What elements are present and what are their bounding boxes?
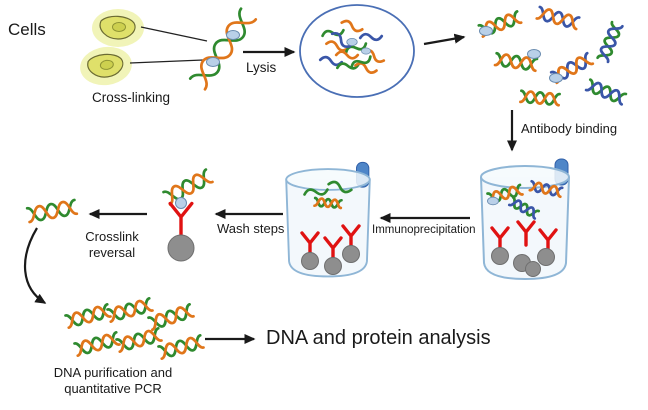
immunoprecipitation-label: Immunoprecipitation <box>372 224 476 236</box>
lysis-label: Lysis <box>246 60 277 75</box>
protein-icon <box>346 38 358 46</box>
dna-helix-icon <box>157 334 205 360</box>
crosslinked-dna-complex <box>190 9 256 90</box>
bead-antibody-dna-complex <box>162 168 214 262</box>
chromatin-fragments <box>477 5 627 107</box>
bead-icon <box>525 261 541 277</box>
bead-icon <box>491 247 509 265</box>
bead-icon <box>167 234 195 262</box>
dna-helix-icon <box>64 303 112 329</box>
cells-label: Cells <box>8 20 46 39</box>
crosslink-connector-line <box>140 26 208 42</box>
dna-helix-icon <box>596 21 624 63</box>
dna-helix-icon <box>106 297 154 323</box>
circle-outline <box>299 4 415 98</box>
protein-icon <box>226 30 240 40</box>
dna-helix-icon <box>147 303 195 331</box>
protein-icon <box>361 47 371 55</box>
fragmentation-arrow <box>423 33 466 46</box>
cells-group <box>77 8 208 90</box>
analysis-label: DNA and protein analysis <box>266 327 491 349</box>
cell-icon <box>77 42 135 90</box>
purified-dna-icon <box>25 198 79 224</box>
wash-steps-label: Wash steps <box>217 221 285 236</box>
protein-icon <box>479 26 493 36</box>
crosslink-reversal-label: Crosslink reversal <box>85 229 139 260</box>
dna-product-cluster <box>64 297 205 360</box>
dna-helix-icon <box>585 78 627 106</box>
protein-icon <box>487 196 499 206</box>
dna-helix-icon <box>535 5 581 31</box>
cross-linking-label: Cross-linking <box>92 90 171 105</box>
dna-helix-icon <box>190 9 256 90</box>
antibody-binding-label: Antibody binding <box>521 121 618 136</box>
dna-helix-icon <box>162 168 214 206</box>
cell-icon <box>91 8 145 48</box>
lysed-nucleus-circle <box>299 4 415 98</box>
dna-helix-icon <box>519 89 561 107</box>
ip-tube <box>480 158 570 280</box>
crosslink-connector-line <box>129 59 204 64</box>
bead-icon <box>537 248 555 266</box>
dna-helix-icon <box>115 327 163 353</box>
dna-purification-label: DNA purification and quantitative PCR <box>53 365 173 397</box>
protein-icon <box>206 57 220 67</box>
bead-icon <box>301 252 319 270</box>
bead-icon <box>324 257 342 275</box>
dna-helix-icon <box>73 331 121 357</box>
curved-flow-arrow <box>24 227 47 304</box>
protein-icon <box>527 49 541 59</box>
protein-icon <box>175 197 187 209</box>
wash-tube <box>285 161 371 278</box>
protein-icon <box>549 73 563 83</box>
bead-icon <box>342 245 360 263</box>
